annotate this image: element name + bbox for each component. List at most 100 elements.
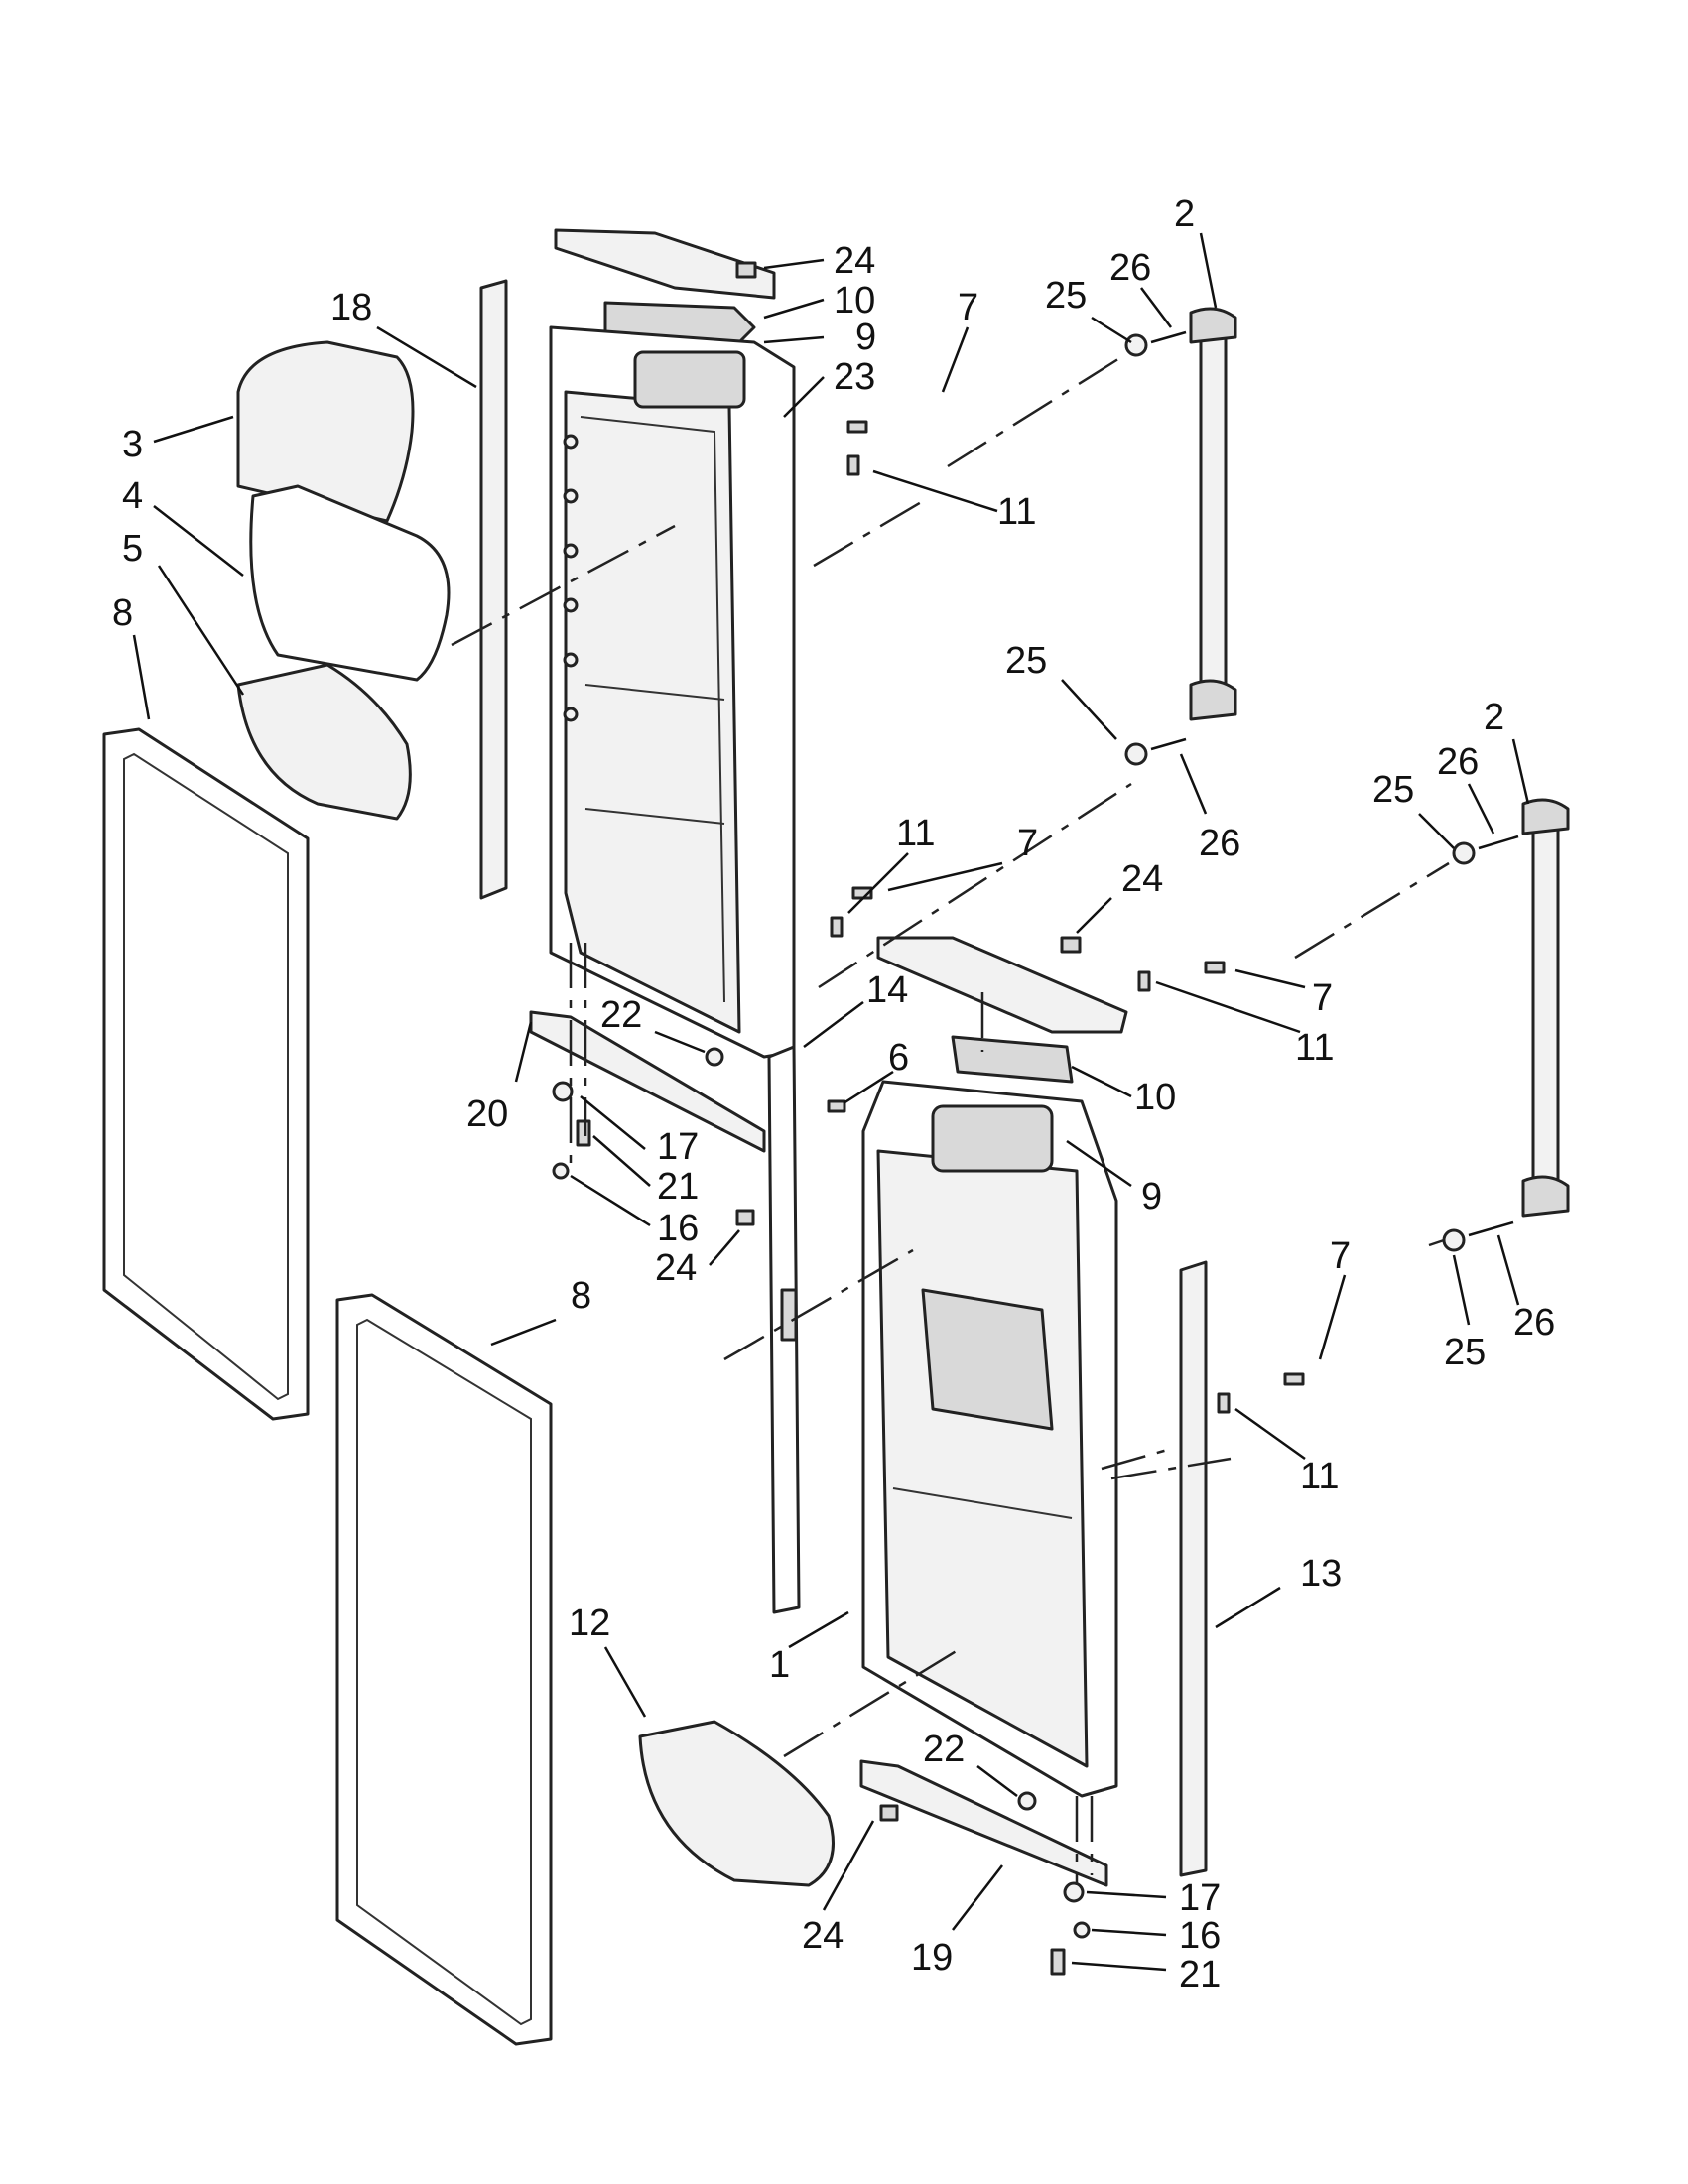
callout-7a: 7 [958, 287, 978, 328]
align-mullion [723, 1248, 914, 1361]
leader-7a [941, 326, 970, 393]
callout-2a: 2 [1174, 193, 1195, 235]
upper-door-liner [564, 390, 741, 1034]
plug-22a [705, 1047, 724, 1067]
washer-17b [1063, 1881, 1085, 1903]
screw-26c [1478, 835, 1519, 850]
screw-26a [1150, 330, 1187, 344]
leader-16a [570, 1174, 651, 1227]
door-bin-small [236, 663, 412, 821]
screw-24b [1060, 936, 1082, 954]
bracket-11d [1217, 1392, 1231, 1414]
callout-9a: 9 [855, 317, 876, 358]
callout-19: 19 [911, 1937, 953, 1979]
leader-25c [1418, 813, 1455, 849]
leader-23 [783, 376, 825, 418]
callout-25d: 25 [1444, 1332, 1486, 1373]
screw-26b [1150, 737, 1187, 751]
handles [1189, 307, 1570, 1218]
leader-11a [872, 469, 998, 513]
door-gaskets [102, 727, 553, 2046]
callout-23: 23 [834, 356, 875, 398]
callout-4: 4 [122, 475, 143, 517]
leader-25a [1091, 316, 1132, 344]
callout-labels: 2 26 25 24 10 9 23 7 18 3 4 5 11 8 25 26… [112, 193, 1555, 1995]
align-lower-handle-bottom [1428, 1238, 1445, 1247]
dairy-bin-frame [249, 484, 451, 682]
leader-9a [763, 335, 825, 344]
align-dairy [451, 524, 676, 647]
callout-7c: 7 [1312, 977, 1333, 1019]
callout-5: 5 [122, 528, 143, 570]
leader-24d [822, 1820, 875, 1911]
lower-gasket-strip [1179, 1260, 1208, 1877]
callout-26c: 26 [1437, 741, 1479, 783]
leader-26a [1140, 287, 1172, 328]
callout-26d: 26 [1513, 1302, 1555, 1344]
align-upper-handle-bottom [818, 782, 1132, 989]
door-peg-1 [563, 434, 579, 450]
leader-7d [1318, 1274, 1347, 1360]
callout-7b: 7 [1017, 823, 1038, 864]
callout-17a: 17 [657, 1126, 699, 1168]
leader-10a [763, 298, 825, 320]
lower-handle-cap-bottom [1521, 1175, 1570, 1218]
callout-16b: 16 [1179, 1915, 1221, 1957]
callout-20: 20 [466, 1093, 508, 1135]
spacer-25b [1124, 742, 1148, 766]
upper-door-bins [236, 340, 451, 821]
callout-7d: 7 [1330, 1235, 1351, 1277]
upper-handle-cap-top [1189, 307, 1237, 344]
callout-17b: 17 [1179, 1877, 1221, 1919]
spacer-25a [1124, 333, 1148, 357]
leader-17a [580, 1095, 646, 1150]
lower-door-ridge [892, 1487, 1073, 1519]
lower-handle [1531, 812, 1560, 1198]
upper-handle [1199, 321, 1228, 702]
callout-24a: 24 [834, 240, 875, 282]
door-peg-2 [563, 488, 579, 504]
upper-door-assembly [479, 228, 796, 1153]
washer-17a [552, 1081, 574, 1102]
callout-24d: 24 [802, 1915, 844, 1957]
door-peg-4 [563, 597, 579, 613]
nut-16a [552, 1162, 570, 1180]
leader-2b [1511, 738, 1530, 805]
callout-10a: 10 [834, 280, 875, 321]
upper-door-shelf-ridge [584, 684, 725, 701]
callout-22b: 22 [923, 1729, 965, 1770]
leader-20 [514, 1021, 533, 1083]
leader-24b [1076, 897, 1112, 934]
upper-bottom-hinge-plate [529, 1010, 766, 1153]
leader-26d [1496, 1234, 1520, 1306]
callout-24c: 24 [655, 1247, 697, 1289]
callout-25a: 25 [1045, 275, 1087, 317]
screw-7c [1204, 961, 1226, 974]
lower-gasket-inner [356, 1318, 532, 2026]
leader-lines [132, 232, 1530, 1972]
left-gasket-outer [102, 727, 310, 1421]
callout-16a: 16 [657, 1208, 699, 1249]
callout-11d: 11 [1300, 1456, 1339, 1497]
leader-21a [592, 1135, 651, 1187]
leader-4 [153, 505, 244, 577]
upper-door-shelf-ridge-2 [584, 808, 725, 825]
screw-21b [1050, 1948, 1066, 1976]
spacer-25d [1442, 1228, 1466, 1252]
plug-22b [1017, 1791, 1037, 1811]
upper-gasket-strip [479, 279, 508, 900]
door-peg-3 [563, 543, 579, 559]
bracket-11c [1137, 970, 1151, 992]
leader-2a [1199, 232, 1218, 309]
leader-3 [153, 415, 234, 444]
callout-11b: 11 [896, 813, 935, 854]
door-peg-5 [563, 652, 579, 668]
callout-25b: 25 [1005, 640, 1047, 682]
leader-25b [1061, 679, 1117, 740]
screw-24c [735, 1209, 755, 1226]
leader-19 [952, 1864, 1003, 1931]
callout-1: 1 [769, 1644, 790, 1686]
screw-24a [735, 261, 757, 279]
leader-6 [843, 1070, 894, 1105]
